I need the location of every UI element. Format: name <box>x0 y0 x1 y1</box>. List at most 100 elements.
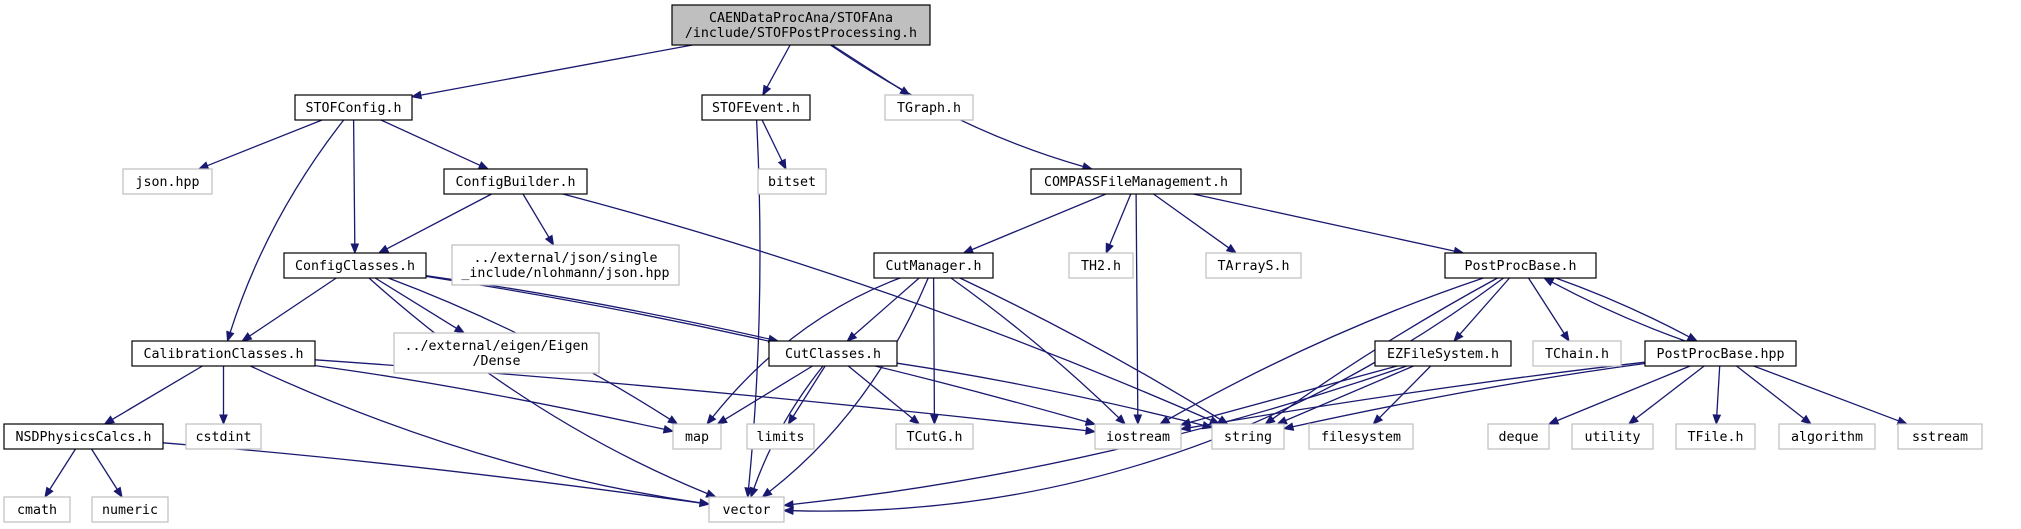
nodes-layer: CAENDataProcAna/STOFAna/include/STOFPost… <box>3 4 1983 523</box>
edge-compass-to-iostream <box>1133 193 1143 426</box>
node-postprocbase_hpp-label: PostProcBase.hpp <box>1656 347 1784 362</box>
node-nsd[interactable]: NSDPhysicsCalcs.h <box>3 423 164 450</box>
node-numeric-label: numeric <box>102 503 158 518</box>
node-utility: utility <box>1571 423 1654 450</box>
edge-stofconfig-to-configclasses <box>350 119 360 255</box>
node-calibration[interactable]: CalibrationClasses.h <box>131 340 316 367</box>
node-cmath-label: cmath <box>17 503 57 518</box>
edge-configclasses-to-vector <box>368 277 717 498</box>
node-tchain: TChain.h <box>1532 340 1622 367</box>
edge-stofconfig-to-jsonhpp <box>197 119 323 170</box>
node-jsonhpp: json.hpp <box>122 168 213 195</box>
edge-cutmanager-to-tcutg <box>930 277 939 426</box>
edge-root-to-stofevent <box>762 44 791 97</box>
node-compass-label: COMPASSFileManagement.h <box>1044 175 1228 190</box>
edge-nsd-to-numeric <box>90 448 123 499</box>
node-jsonhpp-label: json.hpp <box>135 175 199 190</box>
edge-postprocbase_h-to-postprocbase_hpp <box>1555 277 1699 342</box>
node-stofevent-label: STOFEvent.h <box>712 101 800 116</box>
node-configbuilder[interactable]: ConfigBuilder.h <box>443 168 588 195</box>
edge-calibration-to-map <box>314 364 675 434</box>
node-iostream-label: iostream <box>1106 430 1170 445</box>
node-tchain-label: TChain.h <box>1545 347 1609 362</box>
node-tfile: TFile.h <box>1675 423 1756 450</box>
edge-configclasses-to-iostream <box>425 275 1097 426</box>
node-tfile-label: TFile.h <box>1687 430 1743 445</box>
node-filesystem: filesystem <box>1308 423 1414 450</box>
edge-root-to-stofconfig <box>410 44 693 100</box>
node-compass[interactable]: COMPASSFileManagement.h <box>1030 168 1242 195</box>
node-cmath: cmath <box>3 496 71 523</box>
node-deque-label: deque <box>1498 430 1538 445</box>
edge-ezfs-to-vector <box>782 365 1407 509</box>
node-stofconfig[interactable]: STOFConfig.h <box>294 94 413 121</box>
edge-configclasses-to-calibration <box>241 277 337 342</box>
node-exteigen-label: /Dense <box>472 354 520 369</box>
node-cutmanager[interactable]: CutManager.h <box>873 252 994 279</box>
node-tarrays-label: TArrayS.h <box>1217 259 1289 274</box>
edge-postprocbase_hpp-to-postprocbase_h <box>1542 277 1686 342</box>
edge-calibration-to-cstdint <box>219 366 228 426</box>
node-string: string <box>1211 423 1285 450</box>
node-th2-label: TH2.h <box>1081 259 1121 274</box>
edge-compass-to-postprocbase_h <box>1193 193 1465 256</box>
edge-cutmanager-to-iostream <box>950 277 1127 425</box>
node-root-label: /include/STOFPostProcessing.h <box>685 26 917 41</box>
node-postprocbase_h[interactable]: PostProcBase.h <box>1444 252 1597 279</box>
node-configclasses[interactable]: ConfigClasses.h <box>283 252 427 279</box>
edge-postprocbase_hpp-to-iostream <box>1179 361 1646 432</box>
edge-stofconfig-to-calibration <box>226 119 345 343</box>
node-cstdint: cstdint <box>185 423 262 450</box>
node-vector-label: vector <box>722 503 770 518</box>
edge-postprocbase_h-to-ezfs <box>1453 277 1510 343</box>
node-ezfs-label: EZFileSystem.h <box>1387 347 1499 362</box>
node-extjson-label: ../external/json/single <box>473 251 657 266</box>
edge-postprocbase_hpp-to-sstream <box>1753 365 1909 425</box>
node-algorithm-label: algorithm <box>1791 430 1863 445</box>
edge-calibration-to-nsd <box>103 365 203 425</box>
edge-compass-to-cutmanager <box>962 193 1107 254</box>
node-string-label: string <box>1224 430 1272 445</box>
node-cutclasses[interactable]: CutClasses.h <box>768 340 898 367</box>
edge-postprocbase_h-to-tchain <box>1527 277 1570 343</box>
node-configclasses-label: ConfigClasses.h <box>295 259 415 274</box>
edge-configbuilder-to-extjson <box>522 193 555 247</box>
edge-configclasses-to-exteigen <box>374 277 466 334</box>
node-map: map <box>672 423 722 450</box>
edge-postprocbase_hpp-to-tfile <box>1712 365 1722 426</box>
edge-postprocbase_hpp-to-string <box>1282 362 1646 431</box>
edge-configbuilder-to-string <box>562 193 1221 425</box>
edge-nsd-to-vector <box>162 442 711 508</box>
node-tarrays: TArrayS.h <box>1205 252 1302 279</box>
edge-cutclasses-to-map <box>716 365 813 425</box>
node-sstream: sstream <box>1897 423 1983 450</box>
node-bitset-label: bitset <box>768 175 816 190</box>
edge-nsd-to-cmath <box>44 448 77 499</box>
node-extjson: ../external/json/single_include/nlohmann… <box>451 244 680 286</box>
node-deque: deque <box>1487 423 1550 450</box>
node-limits-label: limits <box>756 430 804 445</box>
node-cstdint-label: cstdint <box>195 430 251 445</box>
node-exteigen-label: ../external/eigen/Eigen <box>404 339 588 354</box>
node-stofevent[interactable]: STOFEvent.h <box>701 94 811 121</box>
edge-postprocbase_h-to-vector <box>782 277 1504 516</box>
edge-cutmanager-to-map <box>706 277 901 426</box>
node-map-label: map <box>685 430 709 445</box>
node-sstream-label: sstream <box>1912 430 1968 445</box>
node-ezfs[interactable]: EZFileSystem.h <box>1374 340 1512 367</box>
edge-cutclasses-to-limits <box>787 365 826 426</box>
node-limits: limits <box>746 423 815 450</box>
node-iostream: iostream <box>1094 423 1182 450</box>
node-tgraph-label: TGraph.h <box>897 101 961 116</box>
node-postprocbase_hpp[interactable]: PostProcBase.hpp <box>1644 340 1797 367</box>
node-th2: TH2.h <box>1068 252 1134 279</box>
node-bitset: bitset <box>757 168 827 195</box>
node-postprocbase_h-label: PostProcBase.h <box>1464 259 1576 274</box>
node-tcutg: TCutG.h <box>895 423 974 450</box>
node-nsd-label: NSDPhysicsCalcs.h <box>15 430 151 445</box>
node-calibration-label: CalibrationClasses.h <box>143 347 303 362</box>
node-root: CAENDataProcAna/STOFAna/include/STOFPost… <box>671 4 931 46</box>
node-algorithm: algorithm <box>1778 423 1876 450</box>
edge-stofevent-to-bitset <box>761 119 787 171</box>
